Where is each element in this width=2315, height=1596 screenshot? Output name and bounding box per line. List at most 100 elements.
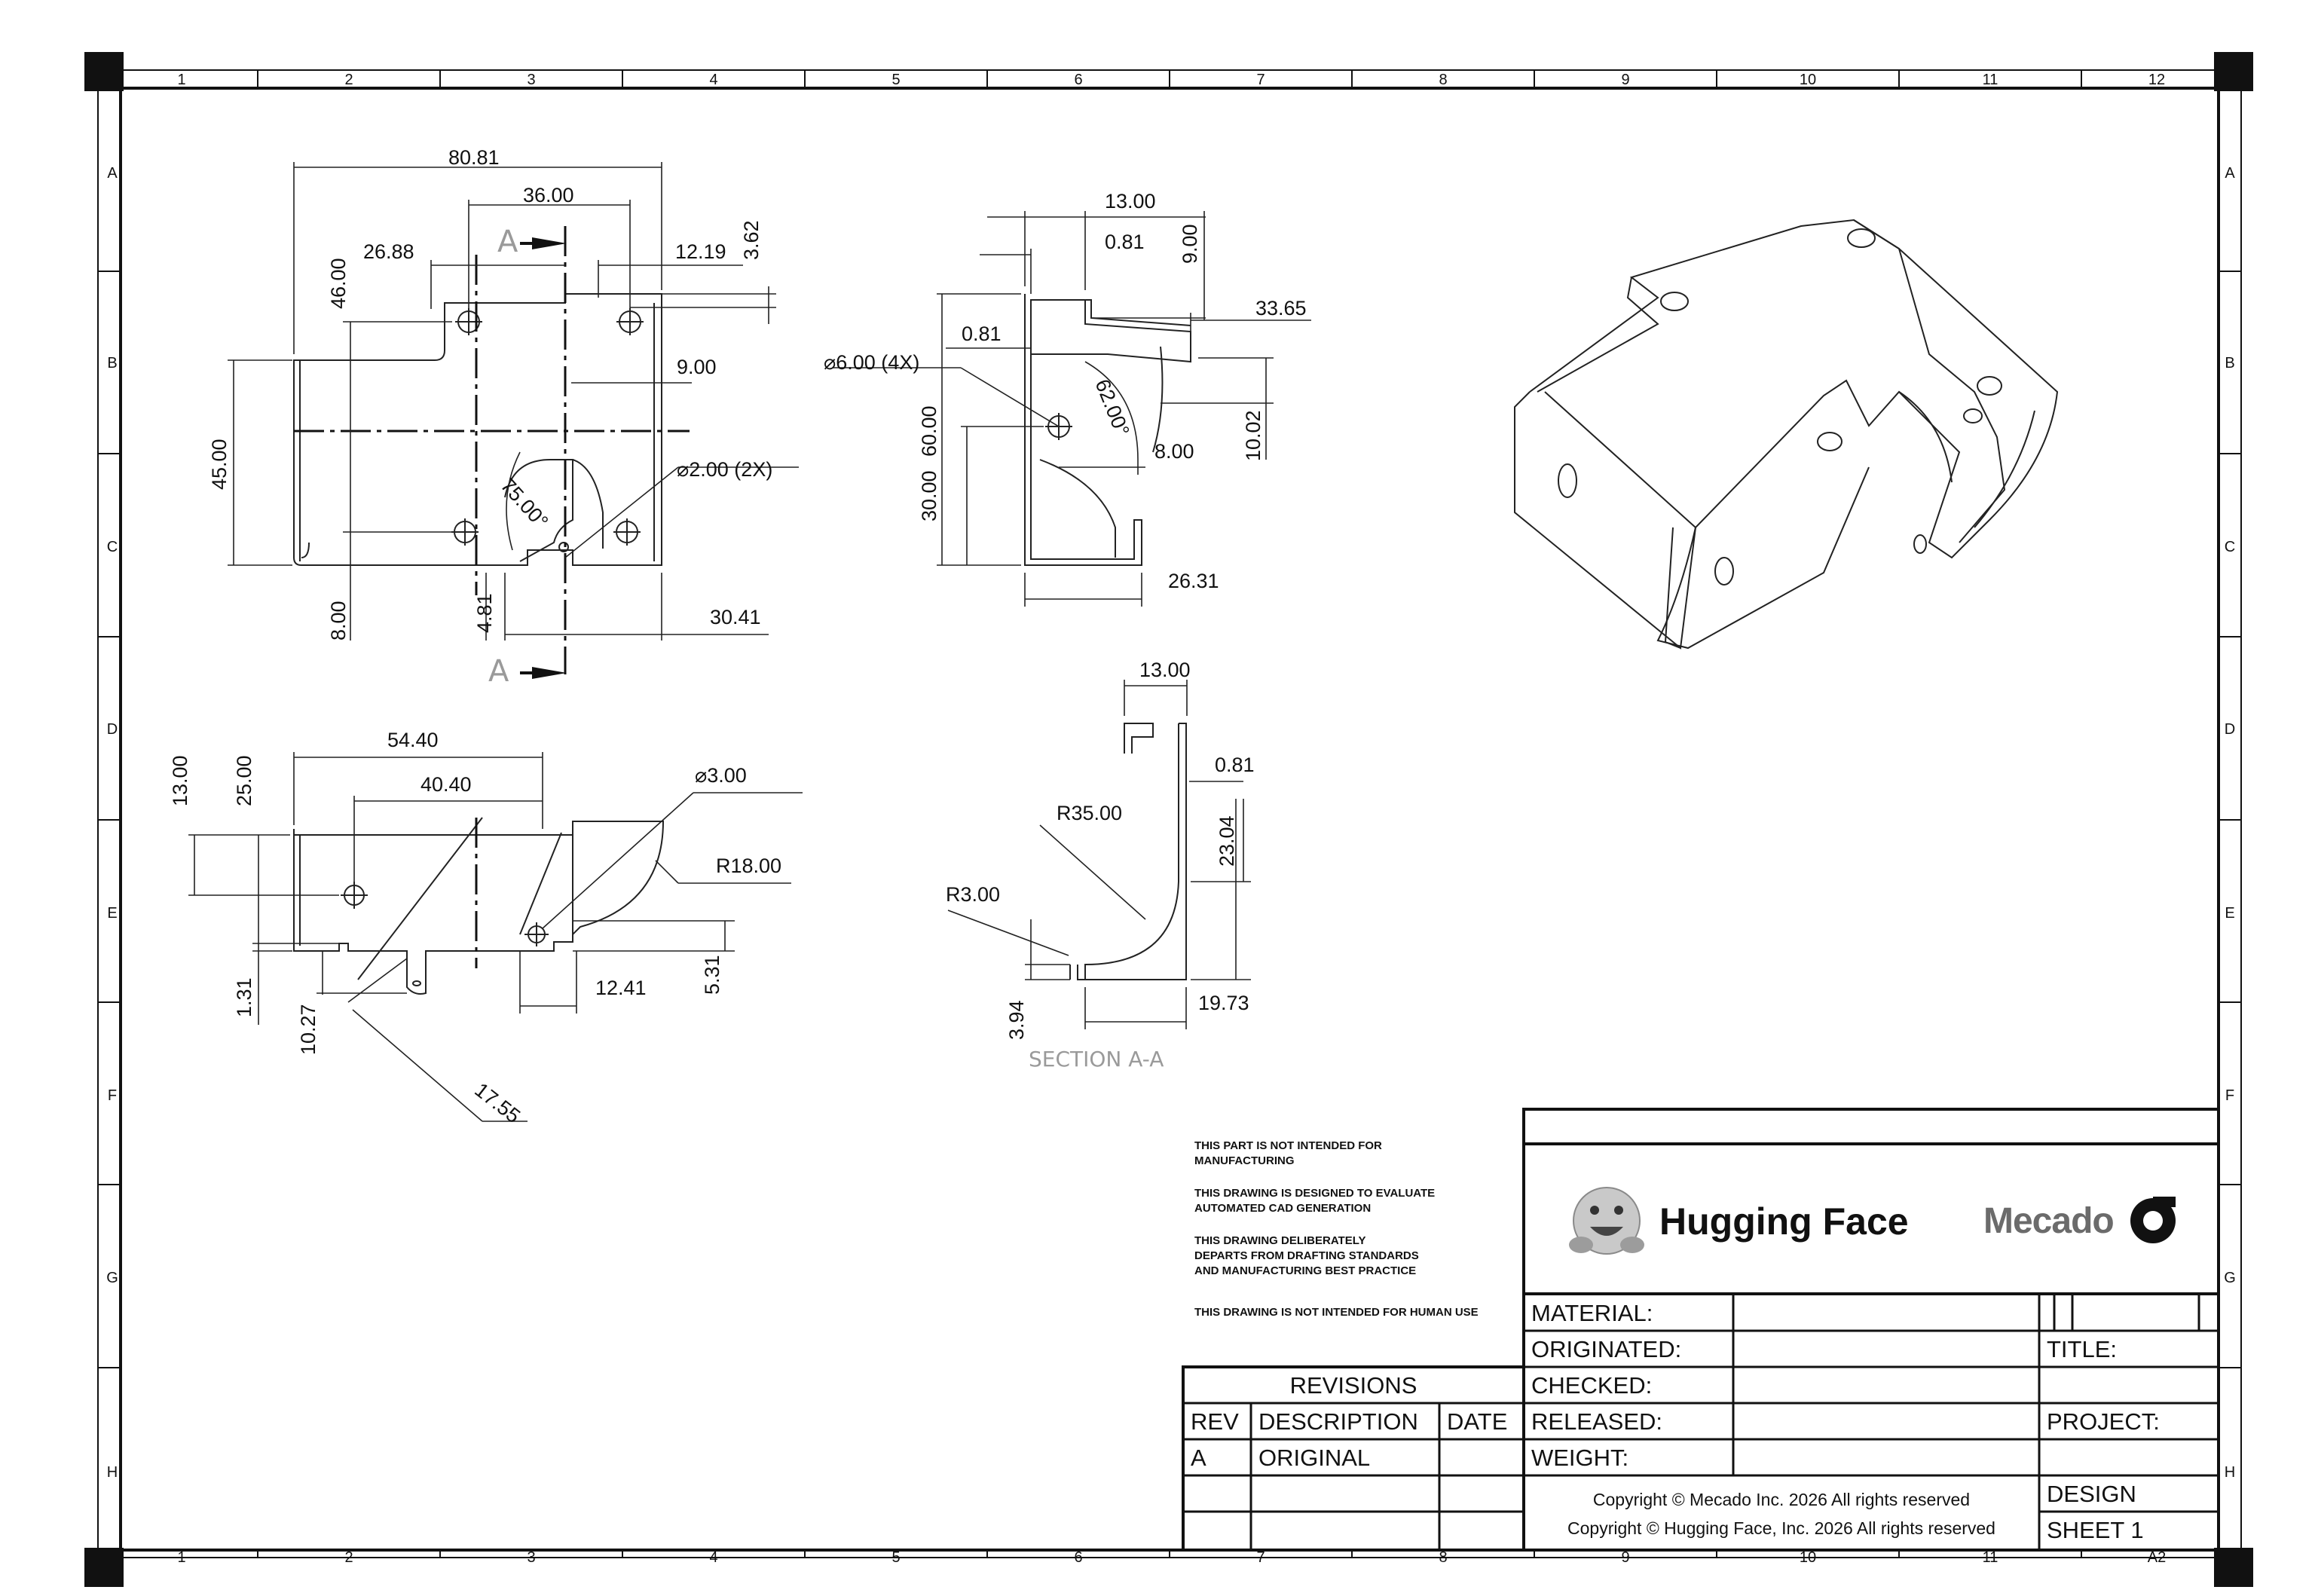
bottom-view-holes — [341, 882, 549, 946]
bottom-view-dims: 54.40 40.40 13.00 25.00 ⌀3.00 R18.00 1.3… — [169, 729, 781, 1127]
copyright-mecado: Copyright © Mecado Inc. 2026 All rights … — [1593, 1490, 1970, 1509]
weight-label: WEIGHT: — [1531, 1445, 1628, 1471]
description-column-header: DESCRIPTION — [1258, 1408, 1418, 1435]
zone-col-1: 1 — [177, 1549, 185, 1566]
sheet-size: A2 — [2148, 1549, 2166, 1566]
zone-row-h: H — [2225, 1464, 2235, 1481]
dim-17-55: 17.55 — [470, 1078, 524, 1127]
dim-8-00: 8.00 — [1154, 440, 1194, 463]
dim-hole-6-00: ⌀6.00 (4X) — [824, 351, 919, 374]
note-line-8: THIS DRAWING IS NOT INTENDED FOR HUMAN U… — [1194, 1306, 1479, 1319]
zone-col-1: 1 — [177, 72, 185, 88]
side-view-dims: 13.00 0.81 9.00 33.65 0.81 ⌀6.00 (4X) 62… — [824, 190, 1307, 592]
zone-col-3: 3 — [527, 72, 535, 88]
zone-col-9: 9 — [1621, 1549, 1629, 1566]
hugging-face-wordmark: Hugging Face — [1659, 1200, 1909, 1243]
zone-col-2: 2 — [344, 72, 353, 88]
originated-label: ORIGINATED: — [1531, 1336, 1681, 1362]
hugging-face-logo: Hugging Face — [1569, 1187, 1909, 1255]
section-view-dims: 13.00 0.81 R35.00 23.04 R3.00 3.94 19.73 — [946, 659, 1255, 1040]
zone-col-8: 8 — [1439, 1549, 1447, 1566]
dim-hole-3-00: ⌀3.00 — [695, 764, 747, 787]
corner-marks — [84, 52, 2253, 1587]
copyright-hugging-face: Copyright © Hugging Face, Inc. 2026 All … — [1567, 1518, 1995, 1538]
title-block-fields: MATERIAL: ORIGINATED: CHECKED: RELEASED:… — [1531, 1300, 2160, 1543]
mecado-logo: Mecado — [1983, 1197, 2176, 1243]
dim-45-00: 45.00 — [208, 439, 231, 490]
front-view-centerlines — [294, 226, 690, 674]
zone-row-a: A — [107, 165, 118, 182]
dim-19-73: 19.73 — [1198, 992, 1249, 1014]
dim-3-62: 3.62 — [740, 220, 763, 260]
dim-54-40: 54.40 — [387, 729, 439, 751]
zone-col-12: 12 — [2148, 72, 2165, 88]
front-view-dims: 80.81 36.00 26.88 12.19 3.62 46.00 9.00 … — [208, 146, 772, 641]
zone-col-6: 6 — [1074, 1549, 1082, 1566]
zone-labels-bottom: 1 2 3 4 5 6 7 8 9 10 11 A2 — [177, 1549, 2166, 1566]
revision-row-rev: A — [1191, 1445, 1206, 1471]
zone-col-10: 10 — [1800, 72, 1816, 88]
zone-row-c: C — [107, 539, 118, 555]
dim-3-94: 3.94 — [1005, 1000, 1028, 1040]
zone-row-e: E — [2225, 905, 2234, 922]
note-line-6: DEPARTS FROM DRAFTING STANDARDS — [1194, 1249, 1419, 1262]
dim-5-31: 5.31 — [701, 955, 723, 995]
zone-col-8: 8 — [1439, 72, 1447, 88]
zone-col-6: 6 — [1074, 72, 1082, 88]
section-view: 13.00 0.81 R35.00 23.04 R3.00 3.94 19.73… — [946, 659, 1255, 1072]
section-view-dim-lines — [947, 680, 1251, 1029]
hugging-face-emoji-icon — [1569, 1187, 1644, 1255]
zone-col-5: 5 — [891, 1549, 900, 1566]
dim-9-00: 9.00 — [677, 356, 717, 378]
dim-13-00: 13.00 — [169, 755, 191, 806]
dim-r3-00: R3.00 — [946, 883, 1000, 906]
dim-40-40: 40.40 — [420, 773, 472, 796]
dim-46-00: 46.00 — [327, 258, 350, 309]
dim-10-02: 10.02 — [1242, 410, 1265, 461]
zone-row-g: G — [106, 1270, 118, 1286]
front-view: A A 80.81 36.00 26.88 12.19 3.62 46.00 9… — [208, 146, 799, 689]
zone-col-11: 11 — [1983, 72, 1998, 88]
front-view-outline — [293, 293, 662, 566]
dim-4-81: 4.81 — [473, 593, 496, 633]
zone-col-7: 7 — [1256, 72, 1265, 88]
zone-col-9: 9 — [1621, 72, 1629, 88]
zone-col-2: 2 — [344, 1549, 353, 1566]
dim-12-19: 12.19 — [675, 240, 726, 263]
dim-33-65: 33.65 — [1255, 297, 1307, 320]
dim-13-00: 13.00 — [1105, 190, 1156, 212]
dim-8-00: 8.00 — [327, 601, 350, 641]
design-label: DESIGN — [2047, 1481, 2136, 1507]
zone-col-5: 5 — [891, 72, 900, 88]
sheet-border — [97, 69, 2242, 1558]
copyright-lines: Copyright © Mecado Inc. 2026 All rights … — [1567, 1490, 1995, 1538]
released-label: RELEASED: — [1531, 1408, 1662, 1435]
dim-13-00: 13.00 — [1139, 659, 1191, 681]
dim-0-81-top: 0.81 — [1105, 231, 1145, 253]
section-label: SECTION A-A — [1029, 1047, 1164, 1072]
zone-col-7: 7 — [1256, 1549, 1265, 1566]
isometric-view — [1514, 219, 2059, 650]
title-block-grid — [1182, 1108, 2220, 1552]
note-line-2: MANUFACTURING — [1194, 1154, 1295, 1167]
dim-angle-75: 75.00° — [497, 474, 553, 533]
dim-1-31: 1.31 — [233, 977, 255, 1017]
front-view-holes — [451, 308, 644, 552]
zone-row-d: D — [2225, 721, 2235, 738]
zone-row-h: H — [107, 1464, 118, 1481]
drawing-notes: THIS PART IS NOT INTENDED FOR MANUFACTUR… — [1194, 1139, 1479, 1319]
title-block: Hugging Face Mecado MATERIAL: ORIGINATED… — [1182, 1108, 2220, 1552]
dim-25-00: 25.00 — [233, 755, 255, 806]
dim-12-41: 12.41 — [595, 977, 647, 999]
dim-30-41: 30.41 — [710, 606, 761, 628]
section-cut-marks — [520, 237, 567, 679]
dim-26-88: 26.88 — [363, 240, 414, 263]
dim-30-00: 30.00 — [918, 470, 940, 521]
dim-0-81: 0.81 — [1215, 754, 1255, 776]
checked-label: CHECKED: — [1531, 1372, 1652, 1399]
bottom-view: 54.40 40.40 13.00 25.00 ⌀3.00 R18.00 1.3… — [169, 729, 803, 1127]
zone-row-e: E — [107, 905, 117, 922]
zone-labels-right: A B C D E F G H — [2224, 165, 2236, 1481]
dim-23-04: 23.04 — [1216, 815, 1238, 867]
zone-col-4: 4 — [709, 1549, 717, 1566]
